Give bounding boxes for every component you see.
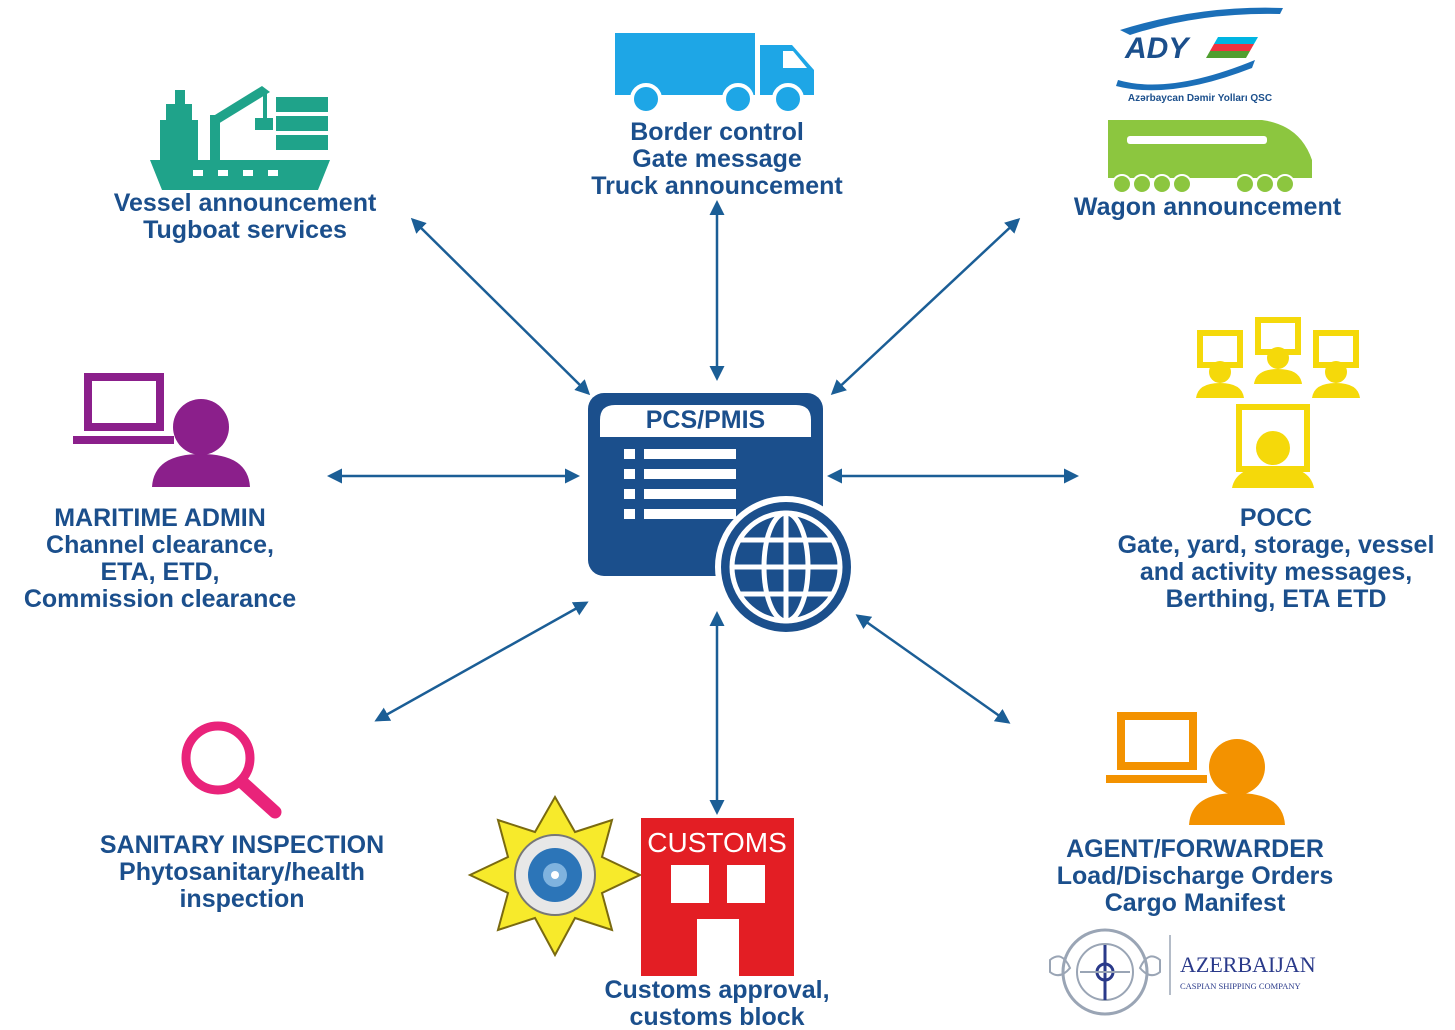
vessel-label: Vessel announcement Tugboat services (95, 190, 395, 244)
customs-building-icon: CUSTOMS (641, 818, 794, 976)
maritime-label-line: Channel clearance, (46, 531, 274, 559)
wagon-label: Wagon announcement (1055, 194, 1360, 221)
arrow-agent (855, 614, 1011, 724)
customs-label: Customs approval, customs block (567, 977, 867, 1030)
border-label-line: Truck announcement (591, 172, 843, 200)
border-label-line: Border control (630, 118, 804, 146)
arrow-wagon (830, 217, 1021, 396)
sanitary-label-line: SANITARY INSPECTION (99, 831, 385, 859)
flag-icon (1206, 37, 1258, 58)
pocc-label: POCC Gate, yard, storage, vessel and act… (1100, 505, 1452, 613)
caspian-shipping-logo: AZERBAIJAN CASPIAN SHIPPING COMPANY (1049, 928, 1316, 1016)
agent-label-line: Cargo Manifest (1104, 889, 1286, 917)
arrow-sanitary (374, 601, 589, 722)
ady-logo: ADY Azərbaycan Dəmir Yolları QSC (1116, 7, 1283, 104)
pcs-window-icon (588, 393, 857, 638)
magnifier-icon (181, 721, 282, 819)
ship-crane-icon (150, 86, 330, 190)
agent-laptop-person-icon (1106, 712, 1285, 825)
pocc-monitors-icon (1196, 317, 1360, 488)
agent-label: AGENT/FORWARDER Load/Discharge Orders Ca… (1030, 836, 1360, 917)
agent-label-line: Load/Discharge Orders (1056, 862, 1334, 890)
customs-emblem-icon (467, 794, 643, 958)
sanitary-label: SANITARY INSPECTION Phytosanitary/health… (92, 832, 392, 913)
pcs-title: PCS/PMIS (645, 406, 766, 434)
border-label: Border control Gate message Truck announ… (567, 119, 867, 200)
agent-label-line: AGENT/FORWARDER (1066, 835, 1324, 863)
maritime-label-line: Commission clearance (23, 585, 297, 613)
maritime-label-line: ETA, ETD, (100, 558, 220, 586)
sanitary-label-line: Phytosanitary/health (119, 858, 365, 886)
globe-icon (715, 496, 857, 638)
pocc-label-line: Gate, yard, storage, vessel (1117, 531, 1435, 559)
ady-subtitle: Azərbaycan Dəmir Yolları QSC (1128, 93, 1272, 104)
customs-label-line: Customs approval, (604, 976, 830, 1004)
vessel-label-line: Vessel announcement (113, 189, 377, 217)
customs-label-line: customs block (629, 1003, 805, 1030)
ady-mark: ADY (1124, 32, 1191, 65)
truck-icon (615, 33, 814, 115)
train-icon (1108, 120, 1312, 194)
caspian-name: AZERBAIJAN (1180, 952, 1316, 977)
vessel-label-line: Tugboat services (143, 216, 347, 244)
connection-arrows (327, 200, 1079, 815)
maritime-label-line: MARITIME ADMIN (54, 504, 266, 532)
wagon-label-line: Wagon announcement (1073, 193, 1342, 221)
border-label-line: Gate message (632, 145, 802, 173)
arrow-vessel (410, 217, 591, 396)
pocc-label-line: POCC (1239, 504, 1313, 532)
maritime-laptop-person-icon (73, 373, 250, 487)
maritime-label: MARITIME ADMIN Channel clearance, ETA, E… (5, 505, 315, 613)
pocc-label-line: and activity messages, (1139, 558, 1413, 586)
sanitary-label-line: inspection (179, 885, 305, 913)
customs-sign-text: CUSTOMS (647, 827, 787, 858)
caspian-subtitle: CASPIAN SHIPPING COMPANY (1180, 981, 1301, 991)
pocc-label-line: Berthing, ETA ETD (1165, 585, 1387, 613)
